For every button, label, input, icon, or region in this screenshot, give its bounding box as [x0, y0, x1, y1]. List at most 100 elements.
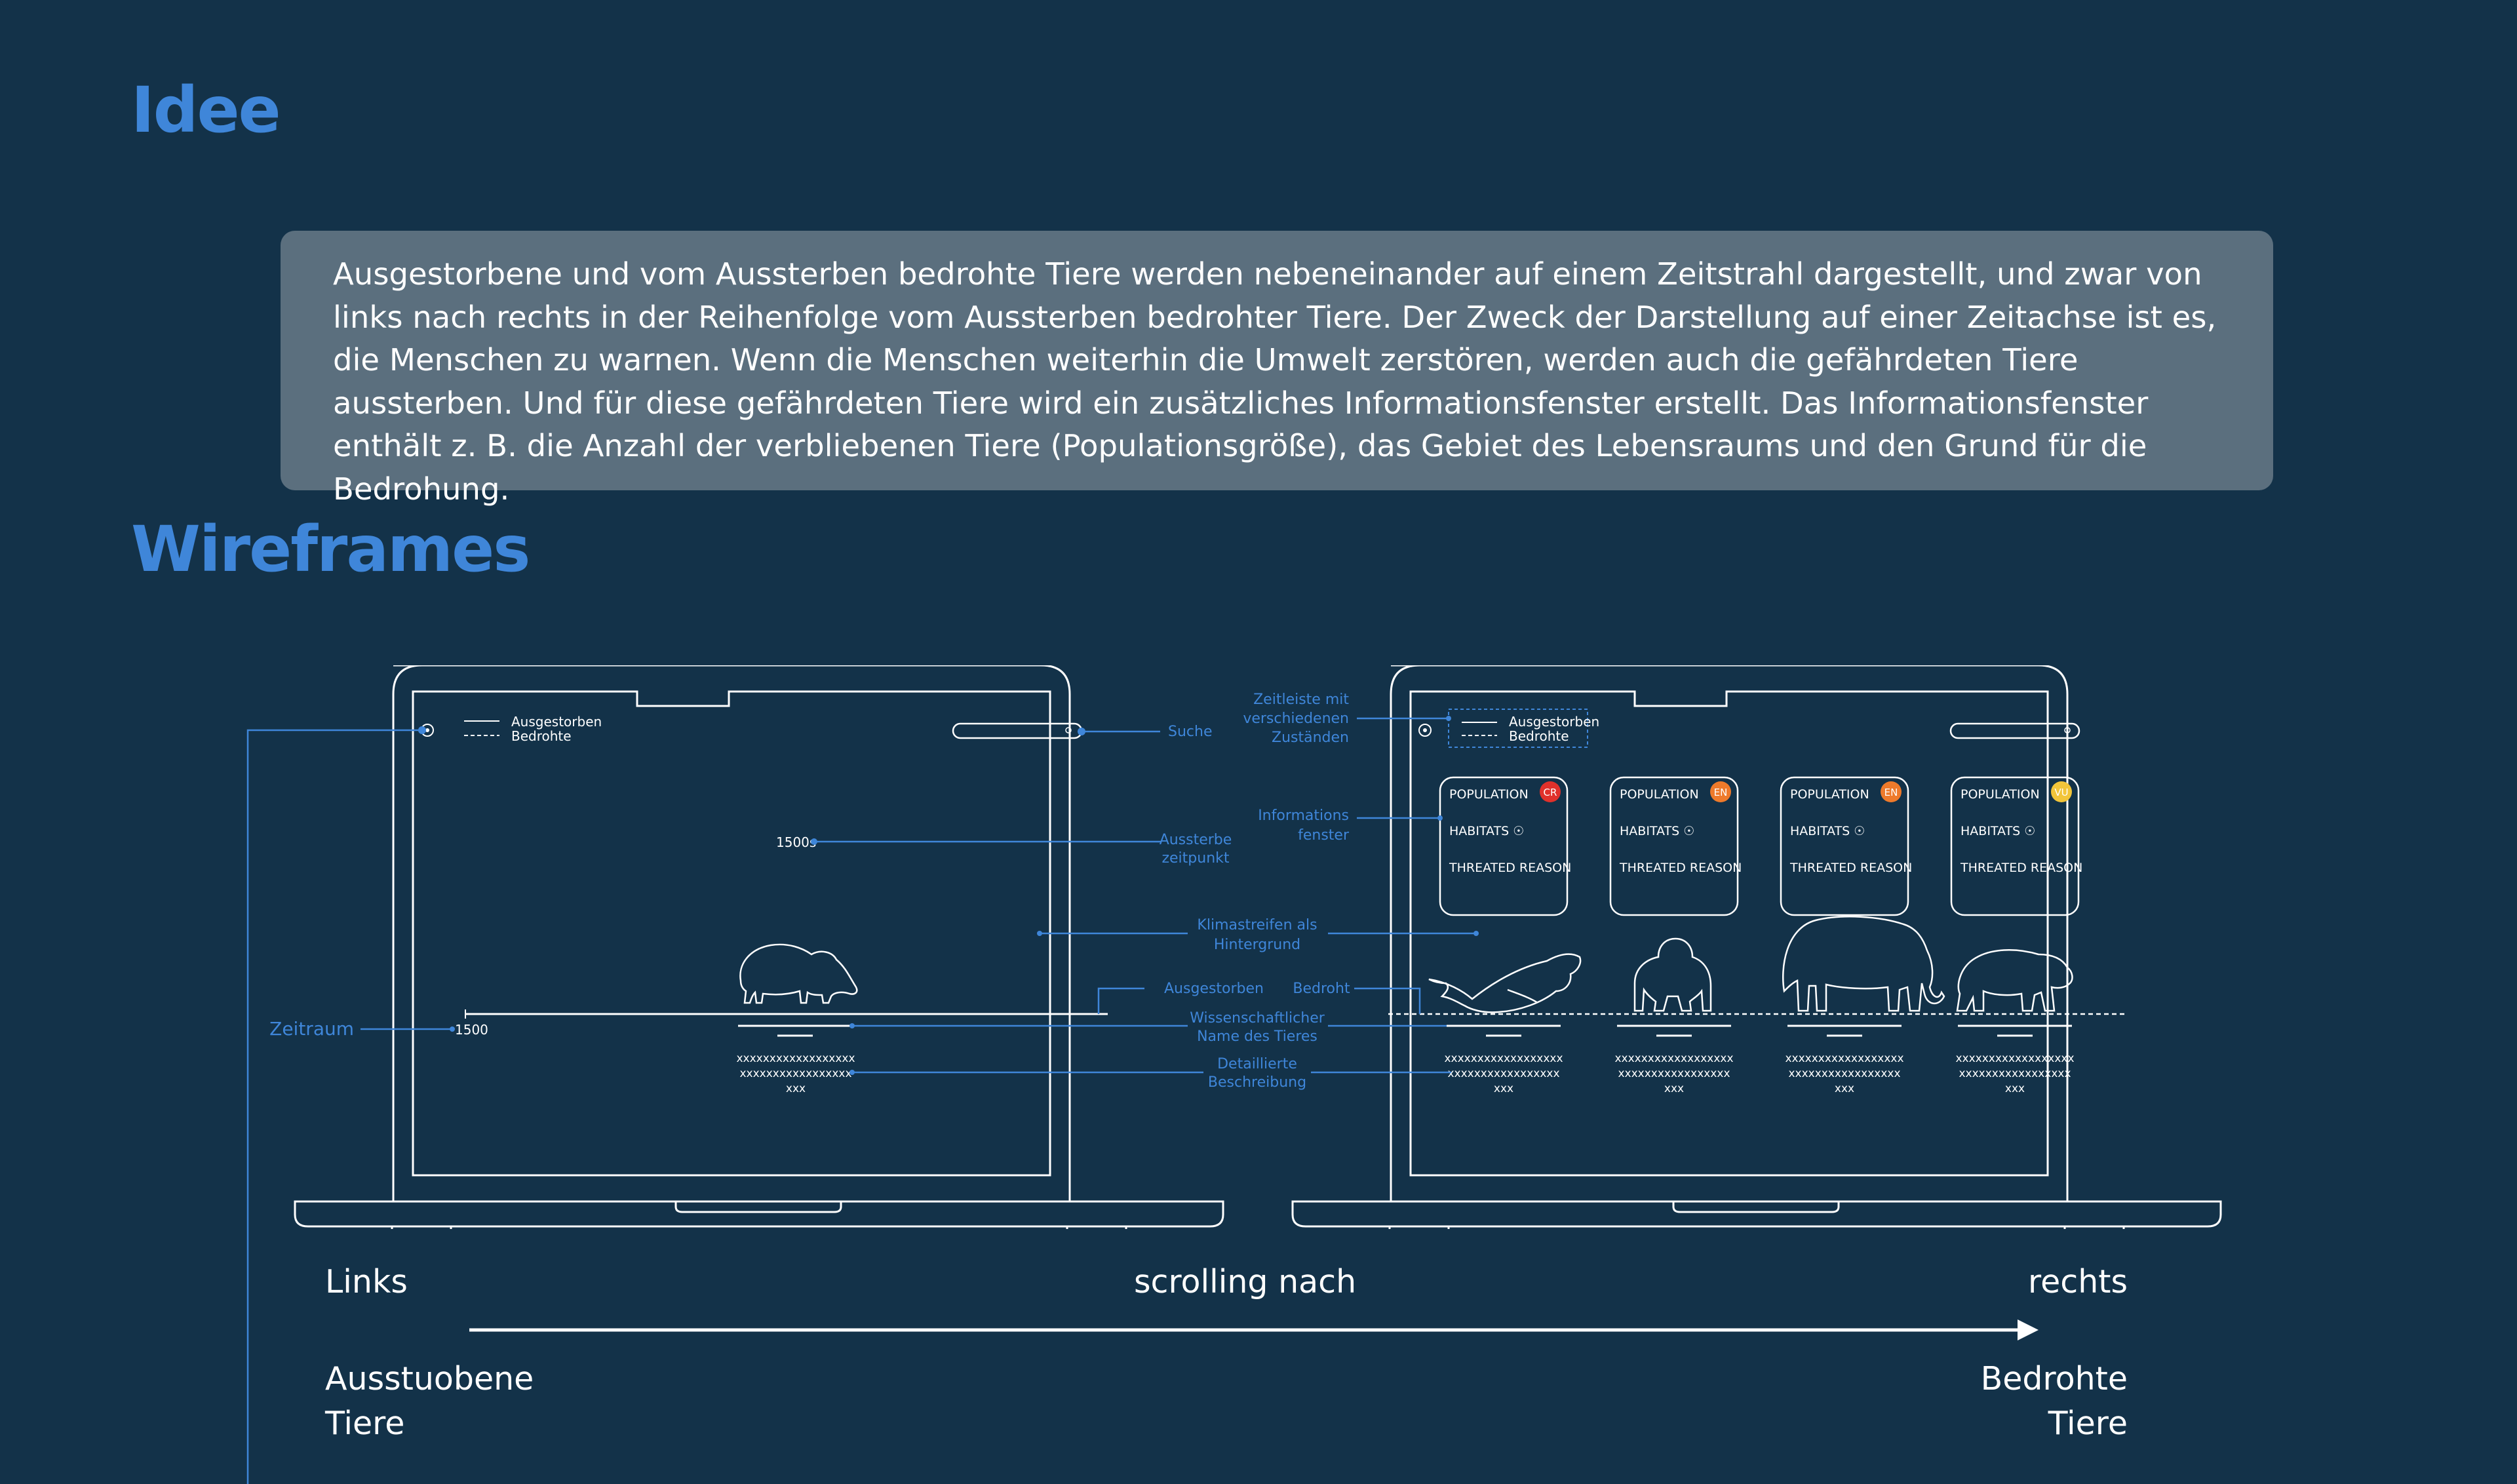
card-population: POPULATION	[1790, 787, 1869, 802]
label-zeitleiste-3: Zuständen	[1272, 730, 1349, 746]
status-badge-label: EN	[1884, 787, 1898, 798]
connector-dots	[418, 716, 1479, 1075]
card-reason: THREATED REASON	[1619, 861, 1742, 875]
desc-line-2: xxxxxxxxxxxxxxxxx	[739, 1067, 851, 1080]
connector-dot	[1473, 931, 1479, 936]
right-laptop-frame	[1291, 665, 2222, 1229]
extinct-animals-line-1: Ausstuobene	[325, 1360, 534, 1397]
hippo-silhouette	[739, 943, 858, 1004]
label-detail-1: Detaillierte	[1217, 1056, 1297, 1072]
legend-extinct-label: Ausgestorben	[511, 714, 602, 730]
label-detail-2: Beschreibung	[1208, 1074, 1306, 1091]
card-habitats: HABITATS ☉	[1790, 824, 1865, 838]
left-screen: Ausgestorben Bedrohte 1500s 1500 xxxxxxx…	[421, 714, 1108, 1095]
search-input-right[interactable]	[1949, 722, 2080, 739]
label-wiss-2: Name des Tieres	[1197, 1028, 1317, 1045]
desc-line-3: xxx	[1664, 1082, 1684, 1095]
idee-heading: Idee	[131, 73, 281, 147]
connector-dot	[450, 1026, 455, 1032]
status-badge	[1881, 781, 1902, 802]
info-card[interactable]: POPULATION VU HABITATS ☉ THREATED REASON	[1950, 776, 2082, 916]
year-label: 1500s	[776, 834, 816, 850]
desc-line-3: xxx	[786, 1082, 806, 1095]
info-card[interactable]: POPULATION CR HABITATS ☉ THREATED REASON	[1439, 776, 1571, 916]
menu-icon[interactable]	[1418, 724, 1432, 737]
label-suche: Suche	[1168, 724, 1212, 740]
desc-line-2: xxxxxxxxxxxxxxxxx	[1447, 1067, 1559, 1080]
desc-line-1: xxxxxxxxxxxxxxxxxx	[1614, 1052, 1733, 1065]
card-reason: THREATED REASON	[1960, 861, 2082, 875]
status-badge	[2051, 781, 2072, 802]
status-badge-label: CR	[1544, 787, 1557, 798]
status-badge-label: EN	[1714, 787, 1728, 798]
connector-dot	[1078, 728, 1085, 735]
card-habitats: HABITATS ☉	[1961, 824, 2035, 838]
label-info-1: Informations	[1258, 808, 1349, 824]
label-zeitraum: Zeitraum	[269, 1018, 354, 1040]
card-reason: THREATED REASON	[1789, 861, 1912, 875]
label-zeitleiste-2: verschiedenen	[1243, 711, 1349, 727]
desc-line-3: xxx	[2005, 1082, 2025, 1095]
timeline-start-label: 1500	[455, 1022, 488, 1038]
label-klima-1: Klimastreifen als	[1197, 917, 1317, 933]
legend-threatened-label: Bedrohte	[511, 728, 572, 744]
menu-connector	[246, 729, 422, 1484]
legend-extinct-label: Ausgestorben	[1509, 714, 1599, 730]
info-card[interactable]: POPULATION EN HABITATS ☉ THREATED REASON	[1780, 776, 1912, 916]
threatened-connector	[1354, 987, 1421, 1014]
left-laptop-frame	[294, 665, 1224, 1229]
connector-dot	[1446, 716, 1451, 721]
search-icon[interactable]	[1065, 727, 1072, 733]
polar-bear-silhouette	[1956, 949, 2073, 1012]
label-aussterbe-1: Aussterbe	[1160, 832, 1232, 848]
gorilla-silhouette	[1633, 937, 1712, 1012]
desc-line-1: xxxxxxxxxxxxxxxxxx	[736, 1052, 855, 1065]
legend-threatened-label: Bedrohte	[1509, 728, 1569, 744]
label-klima-2: Hintergrund	[1214, 937, 1300, 953]
desc-line-1: xxxxxxxxxxxxxxxxxx	[1785, 1052, 1903, 1065]
connector-dot	[811, 838, 817, 845]
status-badge	[1540, 781, 1561, 802]
desc-line-2: xxxxxxxxxxxxxxxxx	[1618, 1067, 1730, 1080]
scroll-arrow-head	[2018, 1319, 2039, 1340]
card-population: POPULATION	[1620, 787, 1699, 802]
label-ausgestorben: Ausgestorben	[1164, 981, 1264, 997]
info-card-frame	[1780, 776, 1909, 916]
scroll-label-right: rechts	[2028, 1263, 2128, 1300]
info-card-frame	[1950, 776, 2080, 916]
label-aussterbe-2: zeitpunkt	[1161, 850, 1229, 867]
desc-line-3: xxx	[1835, 1082, 1854, 1095]
connector-dot	[849, 1070, 855, 1075]
extinct-animals-line-2: Tiere	[325, 1405, 405, 1442]
card-habitats: HABITATS ☉	[1449, 824, 1524, 838]
desc-line-2: xxxxxxxxxxxxxxxxx	[1959, 1067, 2071, 1080]
card-reason: THREATED REASON	[1449, 861, 1571, 875]
scroll-label-middle: scrolling nach	[1134, 1263, 1357, 1300]
extinct-animals-label: Ausstuobene Tiere	[325, 1357, 534, 1446]
extinct-connector	[1097, 987, 1144, 1014]
scroll-label-left: Links	[325, 1263, 408, 1300]
info-card-frame	[1609, 776, 1739, 916]
search-input-left[interactable]	[952, 722, 1083, 739]
annotation-connectors	[246, 717, 1476, 1484]
threatened-animals-label: Bedrohte Tiere	[1981, 1357, 2128, 1446]
card-population: POPULATION	[1961, 787, 2040, 802]
desc-line-2: xxxxxxxxxxxxxxxxx	[1788, 1067, 1900, 1080]
card-population: POPULATION	[1449, 787, 1529, 802]
status-badge-label: VU	[2054, 787, 2068, 798]
label-wiss-1: Wissenschaftlicher	[1190, 1010, 1325, 1026]
desc-line-1: xxxxxxxxxxxxxxxxxx	[1955, 1052, 2074, 1065]
annotation-labels: Suche Aussterbe zeitpunkt Klimastreifen …	[269, 692, 1350, 1091]
info-card[interactable]: POPULATION EN HABITATS ☉ THREATED REASON	[1609, 776, 1742, 916]
threatened-animals-line-1: Bedrohte	[1980, 1360, 2128, 1397]
desc-line-3: xxx	[1494, 1082, 1513, 1095]
idea-description: Ausgestorbene und vom Aussterben bedroht…	[281, 231, 2273, 507]
search-icon[interactable]	[2064, 727, 2071, 733]
label-zeitleiste-1: Zeitleiste mit	[1253, 692, 1349, 708]
menu-icon-dot	[425, 728, 429, 732]
card-habitats: HABITATS ☉	[1620, 824, 1694, 838]
connector-dot	[418, 726, 426, 734]
right-screen: Ausgestorben Bedrohte POPULATION CR HABI…	[1388, 709, 2128, 1095]
wireframes-heading: Wireframes	[131, 513, 530, 586]
elephant-silhouette	[1782, 916, 1945, 1012]
